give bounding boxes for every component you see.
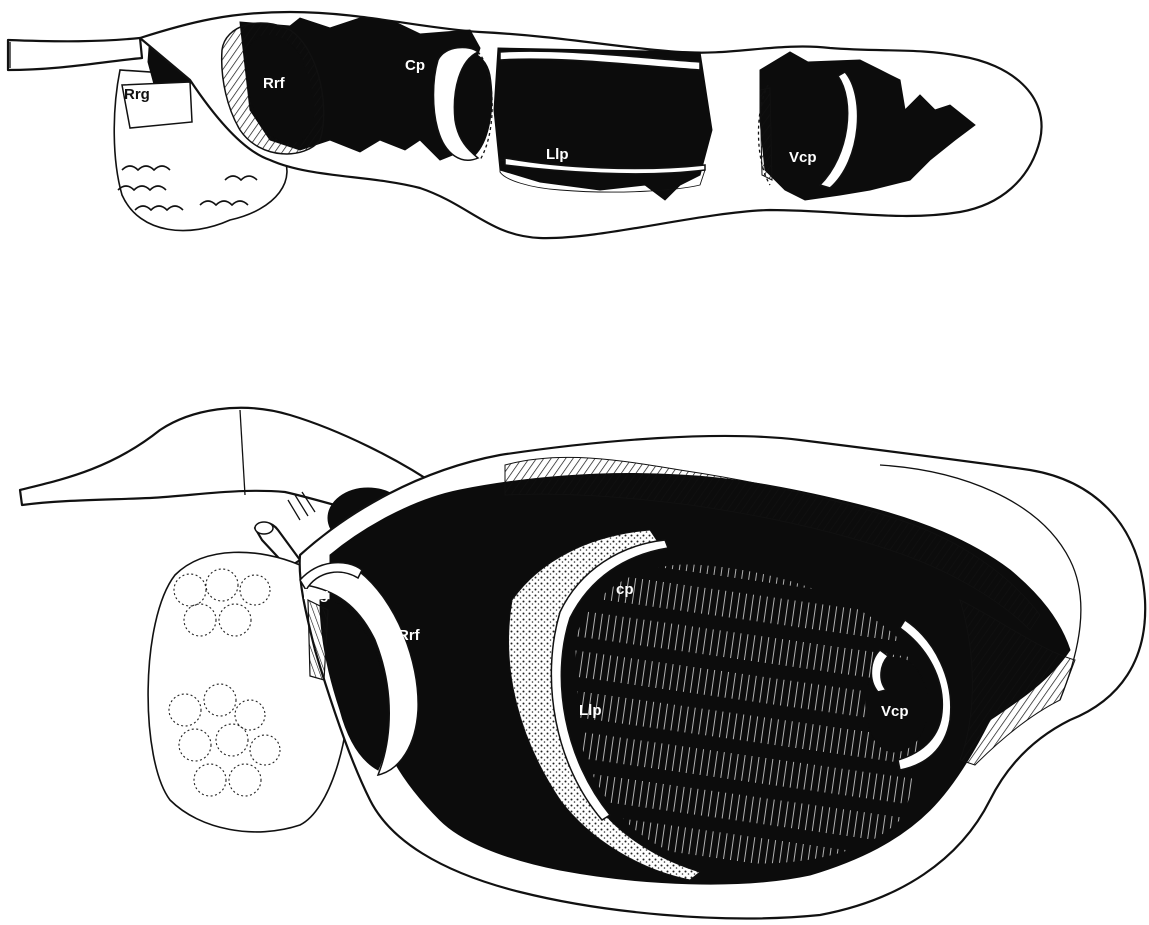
bottom-view: Rrg Rrf cp Llp Vcp xyxy=(20,408,1145,919)
bottom-label-llp: Llp xyxy=(579,702,602,719)
top-label-llp: Llp xyxy=(546,146,569,163)
bottom-label-cp: cp xyxy=(616,581,634,598)
top-label-cp: Cp xyxy=(405,57,425,74)
top-label-vcp: Vcp xyxy=(789,149,817,166)
top-label-rrf: Rrf xyxy=(263,75,286,92)
bottom-label-rrg: Rrg xyxy=(303,586,329,603)
bottom-label-vcp: Vcp xyxy=(881,703,909,720)
top-label-rrg: Rrg xyxy=(124,86,150,103)
top-duct xyxy=(8,38,142,70)
top-llp-structure xyxy=(494,48,712,200)
top-view: Rrg Rrf Cp Llp Vcp xyxy=(8,12,1042,238)
bottom-label-rrf: Rrf xyxy=(398,627,421,644)
